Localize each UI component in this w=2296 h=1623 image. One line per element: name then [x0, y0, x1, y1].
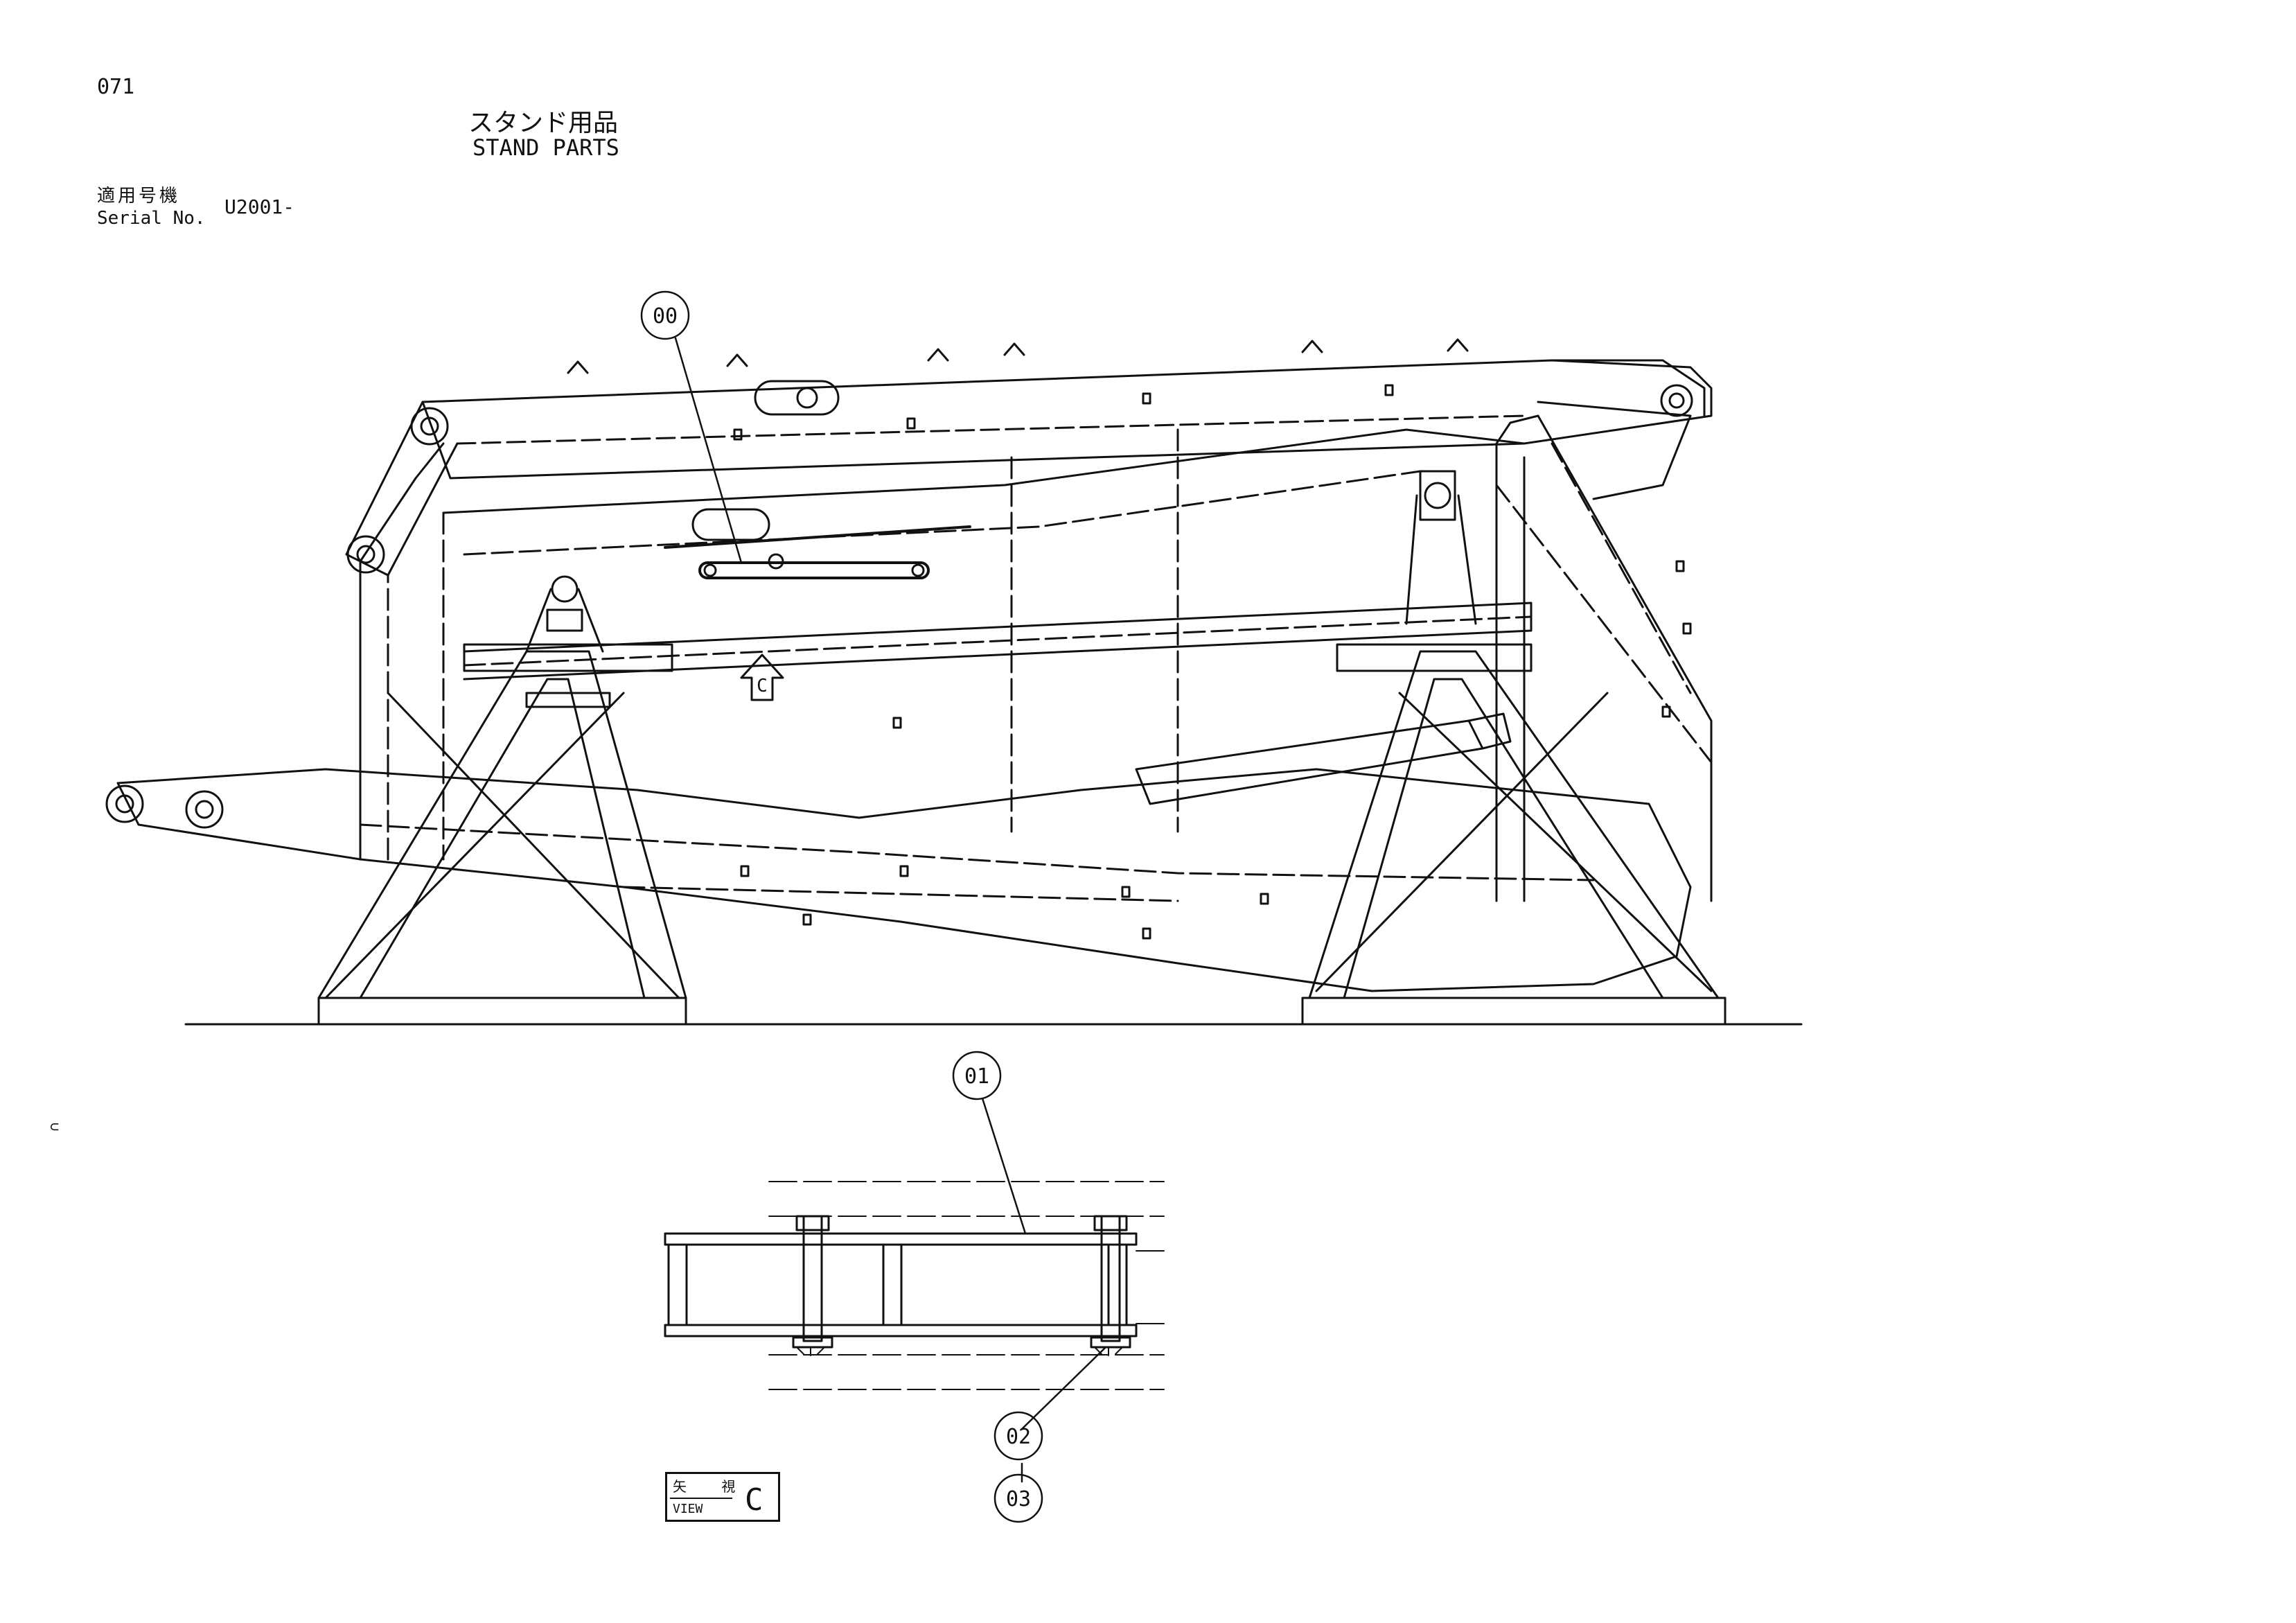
view-label-rule: [670, 1498, 732, 1499]
callout-02-circle: [994, 1411, 1043, 1461]
left-stand: [317, 575, 687, 1026]
view-c-detail: [664, 1181, 1165, 1390]
callout-01-label: 01: [964, 1064, 989, 1089]
title-japanese: スタンド用品: [468, 109, 619, 137]
callout-01-circle: [952, 1051, 1002, 1100]
serial-label-english: Serial No.: [97, 208, 206, 229]
leader-02: [1021, 1346, 1106, 1430]
leader-01: [981, 1097, 1027, 1235]
stand-link-bar: [698, 553, 930, 579]
view-label-japanese: 矢 視: [673, 1478, 751, 1495]
cross-beam: [463, 602, 1533, 681]
right-stand: [1301, 470, 1727, 1026]
page-number: 071: [97, 75, 135, 99]
title-english: STAND PARTS: [473, 134, 619, 161]
view-label-box: 矢 視 VIEW C: [665, 1472, 780, 1522]
side-mark: ⊂: [50, 1118, 60, 1136]
callout-02-label: 02: [1006, 1425, 1031, 1449]
boom-assembly: [345, 338, 1713, 718]
view-arrow-c: [740, 653, 784, 701]
view-arrow-letter: C: [757, 676, 768, 696]
serial-value: U2001-: [224, 195, 295, 218]
callout-03-label: 03: [1006, 1487, 1031, 1511]
leader-00: [674, 337, 743, 564]
serial-label-japanese: 適用号機: [97, 186, 181, 207]
guard-rails: [359, 414, 1713, 902]
callout-03-circle: [994, 1473, 1043, 1523]
callout-00-circle: [640, 290, 690, 340]
callout-00-label: 00: [653, 304, 678, 328]
view-label-english: VIEW: [673, 1502, 703, 1516]
view-label-letter: C: [745, 1482, 763, 1518]
